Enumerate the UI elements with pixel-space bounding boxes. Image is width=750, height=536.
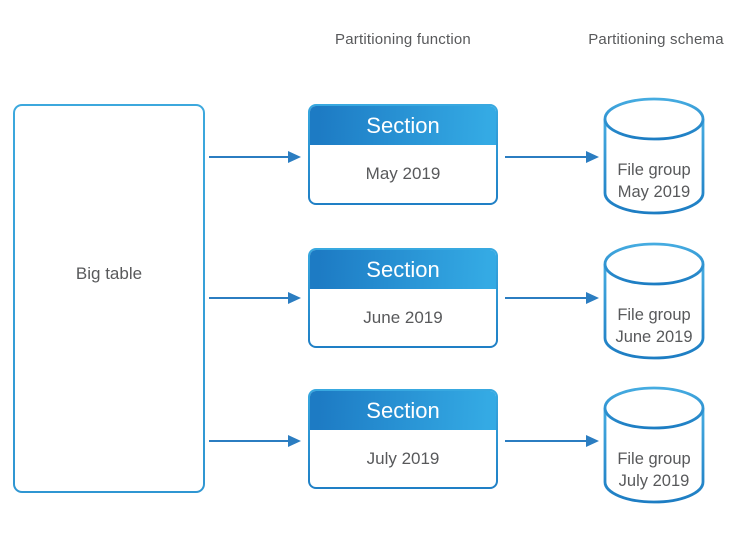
filegroup-label: File group June 2019 <box>602 304 706 348</box>
section-box-inner: Section July 2019 <box>310 391 496 487</box>
big-table-box: Big table <box>13 104 205 493</box>
arrow-line <box>505 439 588 443</box>
database-cylinder-icon <box>603 97 705 215</box>
section-title: Section <box>310 106 496 145</box>
partitioning-schema-header: Partitioning schema <box>588 31 724 48</box>
arrow-head-icon <box>288 292 301 304</box>
section-box-inner: Section June 2019 <box>310 250 496 346</box>
arrow-section-to-filegroup-june <box>505 292 599 304</box>
section-title: Section <box>310 250 496 289</box>
arrow-head-icon <box>288 151 301 163</box>
section-period-label: May 2019 <box>365 164 441 183</box>
arrow-bigtable-to-section-july <box>209 435 301 447</box>
filegroup-label-line2: June 2019 <box>615 328 693 346</box>
arrow-head-icon <box>586 435 599 447</box>
database-cylinder-icon <box>603 242 705 360</box>
arrow-line <box>505 155 588 159</box>
filegroup-label-line2: May 2019 <box>617 183 691 201</box>
filegroup-cylinder-may: File group May 2019 <box>602 97 706 215</box>
filegroup-label: File group July 2019 <box>602 448 706 492</box>
filegroup-label-line1: File group <box>617 161 691 179</box>
filegroup-cylinder-june: File group June 2019 <box>602 242 706 360</box>
arrow-head-icon <box>586 151 599 163</box>
section-box-may: Section May 2019 <box>308 104 498 205</box>
filegroup-label-line1: File group <box>617 450 691 468</box>
arrow-line <box>209 155 290 159</box>
arrow-section-to-filegroup-may <box>505 151 599 163</box>
arrow-line <box>209 296 290 300</box>
arrow-bigtable-to-section-june <box>209 292 301 304</box>
arrow-bigtable-to-section-may <box>209 151 301 163</box>
database-cylinder-icon <box>603 386 705 504</box>
big-table-box-inner: Big table <box>15 106 203 491</box>
section-box-july: Section July 2019 <box>308 389 498 489</box>
filegroup-cylinder-july: File group July 2019 <box>602 386 706 504</box>
section-title: Section <box>310 391 496 430</box>
arrow-line <box>505 296 588 300</box>
filegroup-label-line2: July 2019 <box>618 472 690 490</box>
section-box-inner: Section May 2019 <box>310 106 496 203</box>
section-period-label: July 2019 <box>366 448 440 468</box>
arrow-head-icon <box>288 435 301 447</box>
section-period-label: June 2019 <box>363 307 443 327</box>
arrow-head-icon <box>586 292 599 304</box>
filegroup-label-line1: File group <box>617 306 691 324</box>
section-box-june: Section June 2019 <box>308 248 498 348</box>
filegroup-label: File group May 2019 <box>602 159 706 203</box>
big-table-label: Big table <box>75 264 143 283</box>
partitioning-function-header: Partitioning function <box>335 31 471 48</box>
arrow-section-to-filegroup-july <box>505 435 599 447</box>
arrow-line <box>209 439 290 443</box>
